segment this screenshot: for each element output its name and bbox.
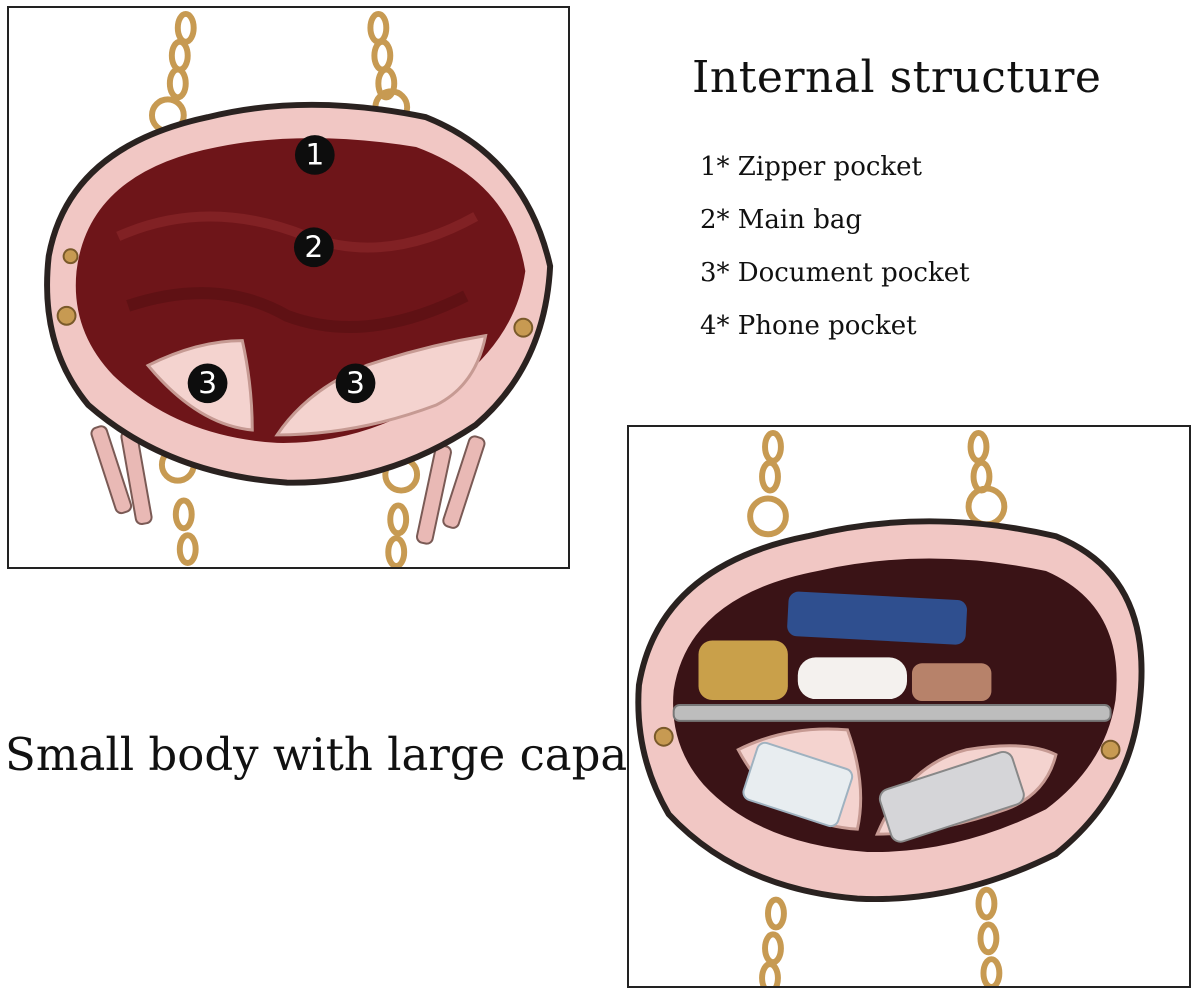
marker-3b-label: 3	[346, 366, 365, 401]
marker-1: 1	[294, 135, 335, 175]
legend-item-main-bag: 2* Main bag	[700, 205, 863, 235]
phone	[878, 750, 1025, 843]
zipper-pocket-pouch	[787, 591, 967, 645]
section-heading: Internal structure	[692, 52, 1102, 103]
structure-legend: 1* Zipper pocket 2* Main bag 3* Document…	[700, 150, 970, 362]
legend-item-zipper-pocket: 1* Zipper pocket	[700, 152, 923, 182]
tissue-pack	[742, 741, 854, 828]
marker-2: 2	[293, 227, 334, 268]
bag-interior-photo-labeled: 1 2 3 3	[7, 6, 570, 569]
bag-interior-illustration: 1 2 3 3	[44, 10, 554, 567]
marker-3a-label: 3	[198, 366, 217, 401]
tablet-device	[672, 704, 1112, 722]
capacity-tagline: Small body with large capacity	[5, 728, 711, 781]
marker-1-label: 1	[305, 137, 324, 172]
marker-3b: 3	[335, 363, 376, 404]
cosmetic-tube	[797, 657, 908, 700]
bag-filled-photo	[627, 425, 1191, 988]
marker-2-label: 2	[304, 230, 323, 265]
legend-item-phone-pocket: 4* Phone pocket	[700, 311, 917, 341]
compact-case	[911, 663, 992, 702]
chain-handle-left	[148, 10, 197, 135]
legend-item-document-pocket: 3* Document pocket	[700, 258, 970, 288]
perfume-bottle	[698, 640, 788, 701]
tassels	[90, 425, 486, 545]
bag-filled-illustration	[635, 429, 1145, 986]
marker-3a: 3	[187, 363, 228, 404]
